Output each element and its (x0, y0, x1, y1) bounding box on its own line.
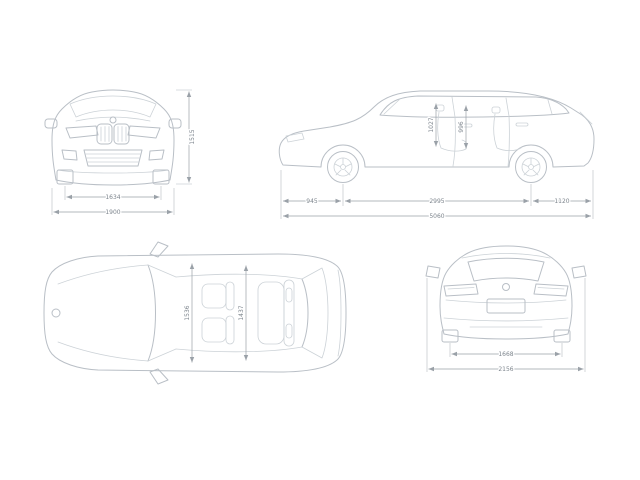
intake-mesh (85, 153, 141, 163)
top-left-mirror (149, 241, 169, 258)
driver-seat-cushion (201, 283, 227, 309)
wheelbase-label: 2995 (429, 198, 444, 205)
side-headlight (285, 132, 305, 143)
rear-wheel-spokes (522, 157, 540, 176)
door-seams (452, 115, 510, 168)
rear-seat (493, 113, 522, 152)
width-extension-lines (51, 188, 175, 215)
rear-headrest-left (285, 287, 293, 303)
hood-contours (57, 264, 149, 362)
tailgate-lines (301, 267, 329, 359)
headroom-rear-label: 996 (458, 121, 465, 133)
front-overhang-label: 945 (306, 198, 318, 205)
front-wheel (327, 151, 359, 183)
length-extension-lines (280, 170, 594, 219)
rear-view: 1668 2156 (425, 245, 587, 374)
front-left-headlight (65, 125, 99, 139)
front-left-foglight (61, 149, 78, 161)
rear-headrest-right (285, 323, 293, 339)
interior-width-rear-label: 1437 (238, 305, 245, 320)
rear-left-taillight (443, 283, 479, 297)
top-view: 1536 1437 (43, 241, 347, 385)
rear-overhang-label: 1120 (554, 198, 569, 205)
front-kidney-grille-left (96, 123, 113, 145)
rear-spoiler-line (461, 253, 551, 259)
driver-seat-back (225, 281, 235, 311)
passenger-seat-cushion (201, 317, 227, 343)
mirror-width-label: 2156 (498, 366, 513, 373)
front-kidney-grille-right (113, 123, 130, 145)
tailgate-lower-edge (445, 299, 567, 304)
side-view: 1027 996 945 2995 1120 5060 (278, 90, 595, 221)
rear-right-taillight-line (537, 287, 565, 290)
windshield-base (147, 264, 156, 362)
rear-wheel (515, 151, 547, 183)
front-lower-intake (83, 149, 143, 167)
front-left-tire (56, 169, 74, 185)
front-right-tire (152, 169, 170, 185)
front-view: 1515 1634 1900 (44, 89, 197, 217)
rear-seat-headrest (491, 106, 501, 114)
rear-right-mirror (571, 265, 587, 279)
side-body-outline (278, 90, 595, 168)
interior-width-front-label: 1536 (184, 305, 191, 320)
top-right-mirror (149, 368, 169, 385)
mirror-width-extension-lines (426, 278, 586, 372)
front-right-foglight (148, 149, 165, 161)
length-label: 5060 (429, 213, 444, 220)
rear-track-label: 1668 (498, 351, 513, 358)
bmw-roundel-icon (109, 116, 117, 124)
height-dimension-label: 1515 (189, 129, 196, 144)
top-body-outline (43, 253, 347, 373)
front-track-label: 1634 (105, 194, 120, 201)
passenger-seat-back (225, 315, 235, 345)
rear-right-tire (553, 329, 571, 343)
rear-left-taillight-line (447, 287, 475, 290)
rear-bumper-lines (443, 317, 569, 328)
front-left-mirror (44, 118, 58, 129)
a-pillars (147, 264, 177, 362)
front-wheel-spokes (334, 157, 352, 176)
rear-right-taillight (533, 283, 569, 297)
front-seat-headrest (435, 104, 445, 112)
rear-bench-cushion (257, 281, 285, 345)
height-extension-lines (176, 89, 192, 185)
bmw-roundel-rear-icon (502, 283, 510, 291)
front-width-label: 1900 (105, 209, 120, 216)
side-taillight (579, 111, 593, 125)
front-windshield (69, 95, 157, 118)
front-body-outline (51, 89, 175, 186)
rear-wheel-hub (528, 164, 534, 170)
track-extension-lines (64, 186, 162, 200)
bmw-roundel-top-icon (51, 308, 61, 318)
rear-left-mirror (425, 265, 441, 279)
rear-left-tire (441, 329, 459, 343)
rear-window (467, 257, 545, 282)
rear-end-line (337, 269, 342, 357)
front-hood-line (75, 116, 151, 122)
front-wheel-hub (340, 164, 346, 170)
front-right-mirror (168, 118, 182, 129)
license-plate (486, 298, 526, 314)
rear-window-top (301, 278, 309, 348)
rear-body-outline (439, 245, 573, 340)
rear-track-extension-lines (449, 343, 563, 357)
rear-bench-back (283, 279, 295, 347)
headroom-front-label: 1027 (428, 117, 435, 132)
grille-slats (100, 126, 127, 142)
front-bumper-edge (57, 169, 169, 174)
front-right-headlight (127, 125, 161, 139)
side-pillars (383, 96, 553, 118)
rear-door-handle (515, 122, 529, 127)
side-glasshouse (379, 95, 570, 118)
